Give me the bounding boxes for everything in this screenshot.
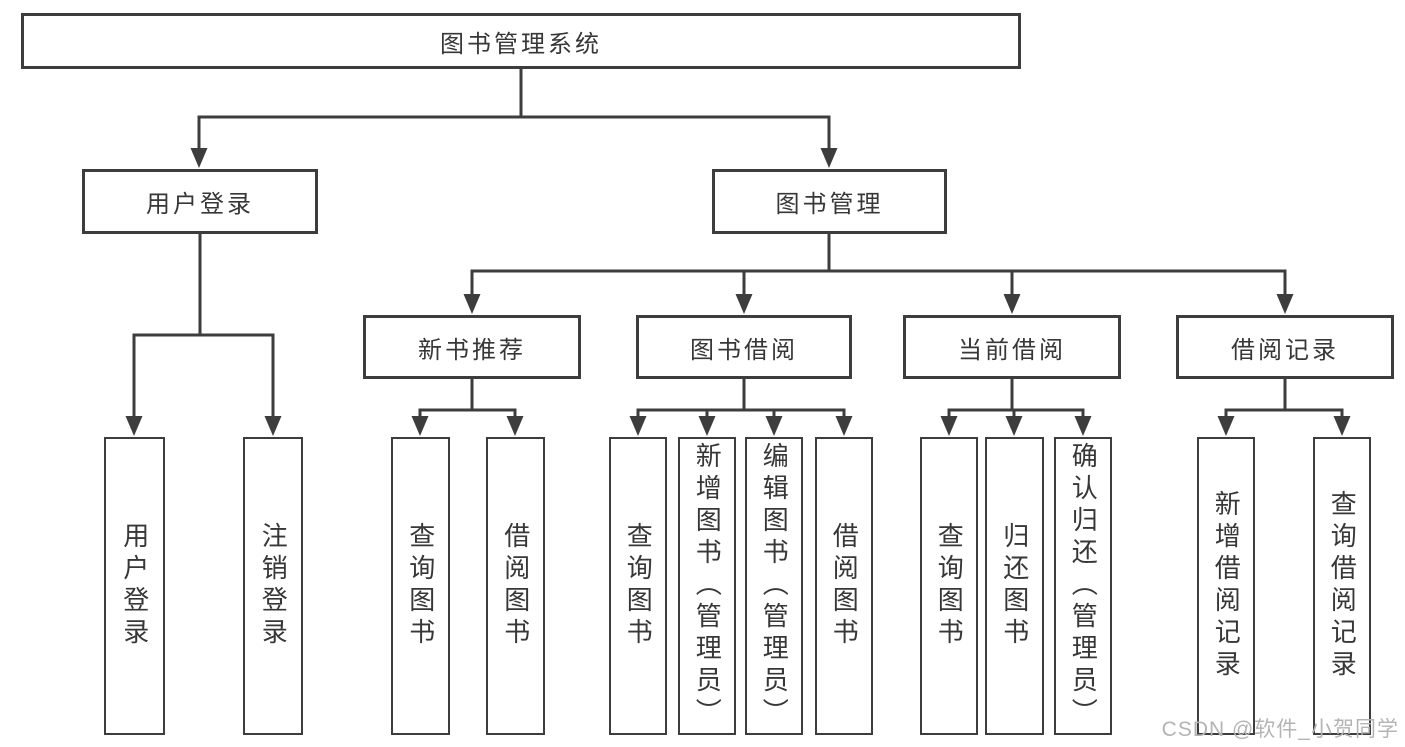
leaf-borrow-book-1: 借阅图书	[486, 437, 545, 735]
leaf-query-book-2-label: 查询图书	[623, 522, 654, 650]
connector-user-login-children	[125, 234, 282, 436]
node-book-management: 图书管理	[712, 169, 947, 234]
node-book-borrow: 图书借阅	[636, 315, 852, 379]
leaf-logout-label: 注销登录	[258, 522, 289, 650]
node-user-login: 用户登录	[82, 169, 318, 234]
leaf-add-book-admin-label: 新增图书（管理员）	[692, 442, 723, 730]
node-current-borrow: 当前借阅	[903, 315, 1121, 379]
leaf-query-borrow-record: 查询借阅记录	[1313, 437, 1371, 735]
leaf-borrow-book-1-label: 借阅图书	[500, 522, 531, 650]
leaf-confirm-return-admin: 确认归还（管理员）	[1054, 437, 1112, 735]
leaf-add-borrow-record-label: 新增借阅记录	[1211, 490, 1242, 682]
connector-book-borrow-children	[629, 379, 853, 436]
leaf-user-login-label: 用户登录	[119, 522, 150, 650]
connector-root-to-level2	[190, 69, 838, 168]
leaf-borrow-book-2: 借阅图书	[815, 437, 873, 735]
leaf-query-book-2: 查询图书	[609, 437, 667, 735]
leaf-user-login: 用户登录	[104, 437, 165, 735]
leaf-logout: 注销登录	[243, 437, 303, 735]
leaf-edit-book-admin-label: 编辑图书（管理员）	[759, 442, 790, 730]
leaf-confirm-return-admin-label: 确认归还（管理员）	[1068, 442, 1099, 730]
leaf-add-book-admin: 新增图书（管理员）	[678, 437, 736, 735]
csdn-watermark: CSDN @软件_小贺同学	[1161, 718, 1399, 741]
connector-borrow-records-children	[1217, 379, 1351, 436]
node-new-book-recommend: 新书推荐	[363, 315, 581, 379]
leaf-query-borrow-record-label: 查询借阅记录	[1327, 490, 1358, 682]
leaf-query-book-1: 查询图书	[391, 437, 450, 735]
leaf-borrow-book-2-label: 借阅图书	[829, 522, 860, 650]
leaf-return-book-label: 归还图书	[999, 522, 1030, 650]
leaf-query-book-1-label: 查询图书	[405, 522, 436, 650]
leaf-query-book-3: 查询图书	[920, 437, 978, 735]
connector-book-management-children	[463, 234, 1294, 314]
leaf-query-book-3-label: 查询图书	[934, 522, 965, 650]
node-root-system: 图书管理系统	[21, 13, 1021, 69]
leaf-add-borrow-record: 新增借阅记录	[1197, 437, 1255, 735]
connector-current-borrow-children	[940, 379, 1092, 436]
leaf-edit-book-admin: 编辑图书（管理员）	[745, 437, 803, 735]
node-borrow-records: 借阅记录	[1176, 315, 1394, 379]
leaf-return-book: 归还图书	[985, 437, 1044, 735]
connector-new-book-recommend-children	[411, 379, 524, 436]
